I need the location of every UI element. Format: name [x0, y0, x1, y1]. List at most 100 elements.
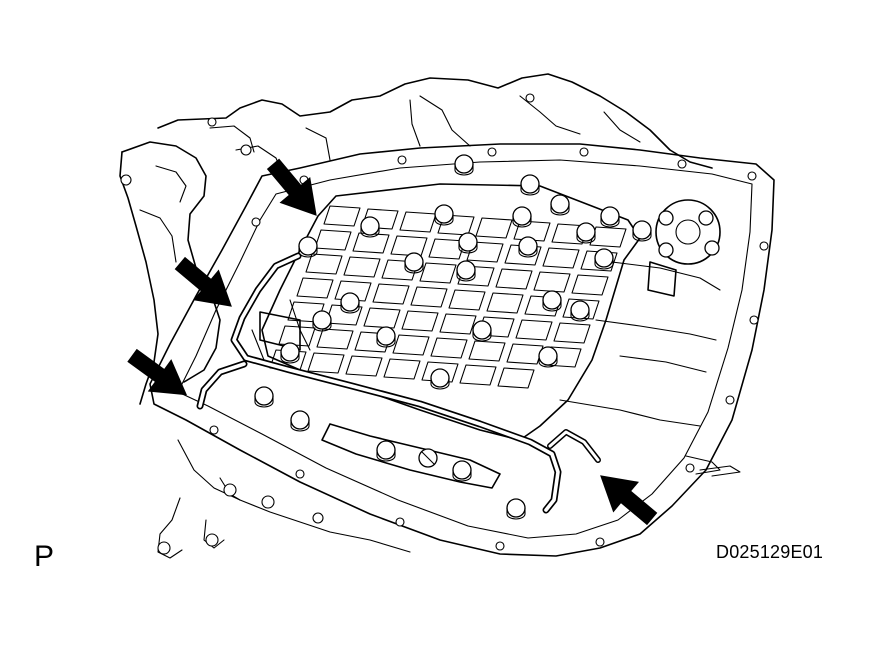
bolt-shank	[576, 231, 596, 244]
valve-passage	[551, 223, 589, 245]
bolt-shank	[520, 183, 540, 196]
bolt-shank	[512, 215, 532, 228]
bolt-head	[298, 236, 318, 256]
drawing-code: D025129E01	[716, 542, 824, 562]
valve-passage	[345, 355, 383, 377]
valve-passage	[497, 367, 535, 389]
bolt-shank	[518, 245, 538, 258]
valve-passage	[314, 229, 352, 251]
valve-passage	[448, 289, 486, 311]
valve-body-bolts	[254, 154, 652, 520]
valve-passage	[343, 256, 381, 278]
bolt-shank	[290, 419, 310, 432]
valve-passage	[352, 232, 390, 254]
valve-passage	[513, 220, 551, 242]
bolt-shank	[506, 507, 526, 520]
bolt-head	[454, 154, 474, 174]
bolt-head	[472, 320, 492, 340]
valve-passage	[571, 274, 609, 296]
valve-passage	[305, 253, 343, 275]
valve-passage	[457, 265, 495, 287]
valve-passage	[401, 310, 439, 332]
valve-passage	[410, 286, 448, 308]
bolt-head	[280, 342, 300, 362]
bolt-head	[290, 410, 310, 430]
bolt-shank	[456, 269, 476, 282]
view-label: P	[34, 540, 55, 573]
bolt-head	[632, 220, 652, 240]
valve-passage	[428, 238, 466, 260]
bolt-head	[506, 498, 526, 518]
valve-passage	[475, 217, 513, 239]
bolt-head	[434, 204, 454, 224]
valve-passage	[383, 358, 421, 380]
bolt-shank	[404, 261, 424, 274]
valve-passage	[316, 328, 354, 350]
valve-passage	[323, 205, 361, 227]
bolt-head	[452, 460, 472, 480]
bolt-head	[458, 232, 478, 252]
valve-passage	[419, 262, 457, 284]
strainer-oil-tube	[196, 252, 601, 514]
valve-passage	[334, 280, 372, 302]
bolt-shank	[360, 225, 380, 238]
valve-passage	[363, 307, 401, 329]
valve-passage	[278, 325, 316, 347]
bolt-shank	[472, 329, 492, 342]
bolt-shank	[452, 469, 472, 482]
bolt-head	[542, 290, 562, 310]
bolt-shank	[454, 163, 474, 176]
bolt-head	[600, 206, 620, 226]
valve-passage	[399, 211, 437, 233]
bolt-head	[538, 346, 558, 366]
valve-passage	[466, 241, 504, 263]
bolt-shank	[376, 335, 396, 348]
valve-passage	[562, 298, 600, 320]
bolt-shank	[340, 301, 360, 314]
bolt-shank	[458, 241, 478, 254]
valve-passage	[392, 334, 430, 356]
bolt-head	[512, 206, 532, 226]
bolt-head	[340, 292, 360, 312]
bolt-head	[594, 248, 614, 268]
pointer-arrow-icon	[127, 348, 188, 396]
bolt-head	[430, 368, 450, 388]
bolt-shank	[434, 213, 454, 226]
pointer-arrow-icon	[266, 158, 317, 216]
valve-passage	[430, 337, 468, 359]
right-accumulator	[647, 199, 741, 477]
valve-passage	[390, 235, 428, 257]
valve-passage	[468, 340, 506, 362]
bolt-shank	[542, 299, 562, 312]
bolt-head	[360, 216, 380, 236]
bolt-shank	[632, 229, 652, 242]
bolt-head	[376, 440, 396, 460]
transmission-case	[119, 73, 713, 405]
pointer-arrow-icon	[174, 256, 232, 307]
pointer-arrow-icon	[600, 475, 658, 526]
valve-passage	[307, 352, 345, 374]
bolt-shank	[376, 449, 396, 462]
bolt-shank	[312, 319, 332, 332]
valve-passage	[553, 322, 591, 344]
lower-housing	[157, 439, 721, 559]
bolt-head	[376, 326, 396, 346]
bolt-shank	[280, 351, 300, 364]
valve-passage	[459, 364, 497, 386]
bolt-head	[518, 236, 538, 256]
bolt-head	[312, 310, 332, 330]
valve-passage	[515, 319, 553, 341]
bolt-shank	[550, 203, 570, 216]
bolt-shank	[600, 215, 620, 228]
valve-passage	[421, 361, 459, 383]
pointer-arrows	[127, 158, 658, 526]
valve-passage	[439, 313, 477, 335]
bolt-head	[404, 252, 424, 272]
bolt-head	[520, 174, 540, 194]
bolt-head	[456, 260, 476, 280]
bolt-head	[576, 222, 596, 242]
valve-passage	[495, 268, 533, 290]
bolt-head	[550, 194, 570, 214]
bolt-head	[254, 386, 274, 406]
bolt-shank	[538, 355, 558, 368]
